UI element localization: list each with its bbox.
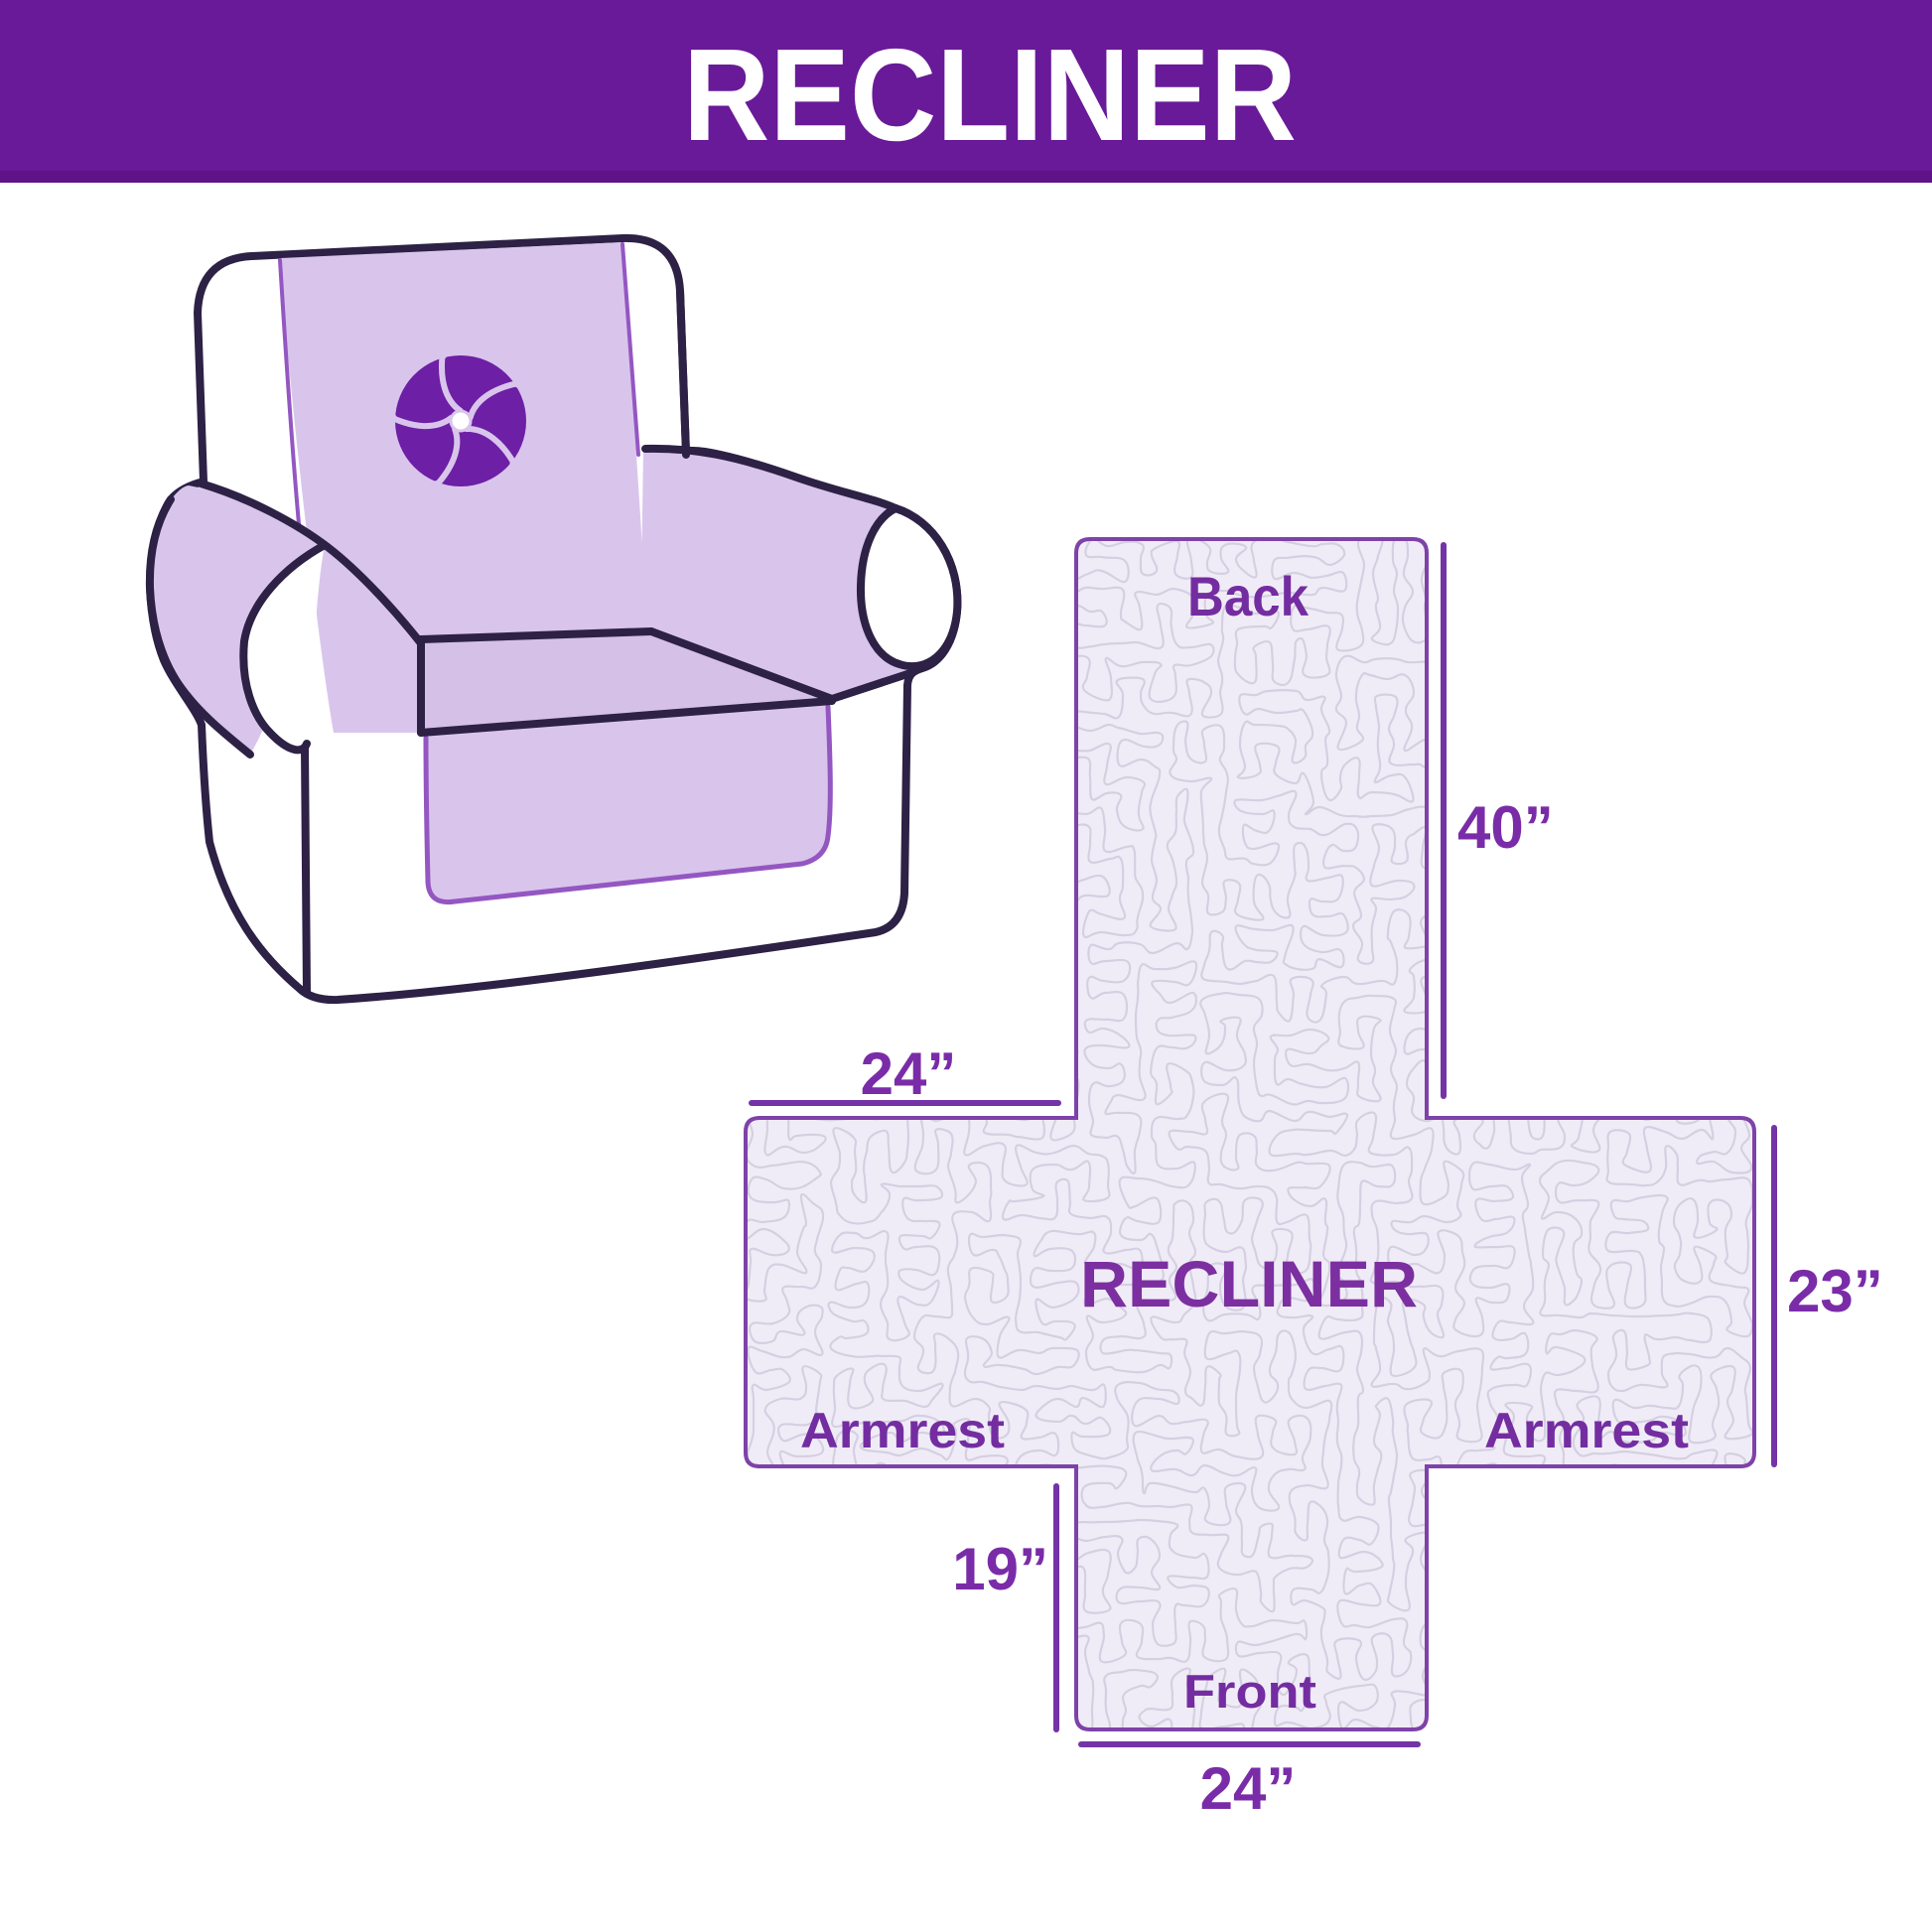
svg-text:Back: Back — [1187, 565, 1310, 627]
svg-text:24”: 24” — [1200, 1755, 1297, 1822]
svg-text:23”: 23” — [1787, 1258, 1883, 1324]
svg-text:40”: 40” — [1457, 794, 1554, 861]
svg-text:Armrest: Armrest — [800, 1403, 1005, 1458]
svg-text:Armrest: Armrest — [1484, 1403, 1689, 1458]
svg-text:19”: 19” — [952, 1536, 1048, 1602]
svg-text:RECLINER: RECLINER — [683, 22, 1297, 168]
svg-text:24”: 24” — [861, 1040, 957, 1107]
svg-text:Front: Front — [1183, 1665, 1316, 1718]
svg-text:RECLINER: RECLINER — [1080, 1247, 1418, 1320]
